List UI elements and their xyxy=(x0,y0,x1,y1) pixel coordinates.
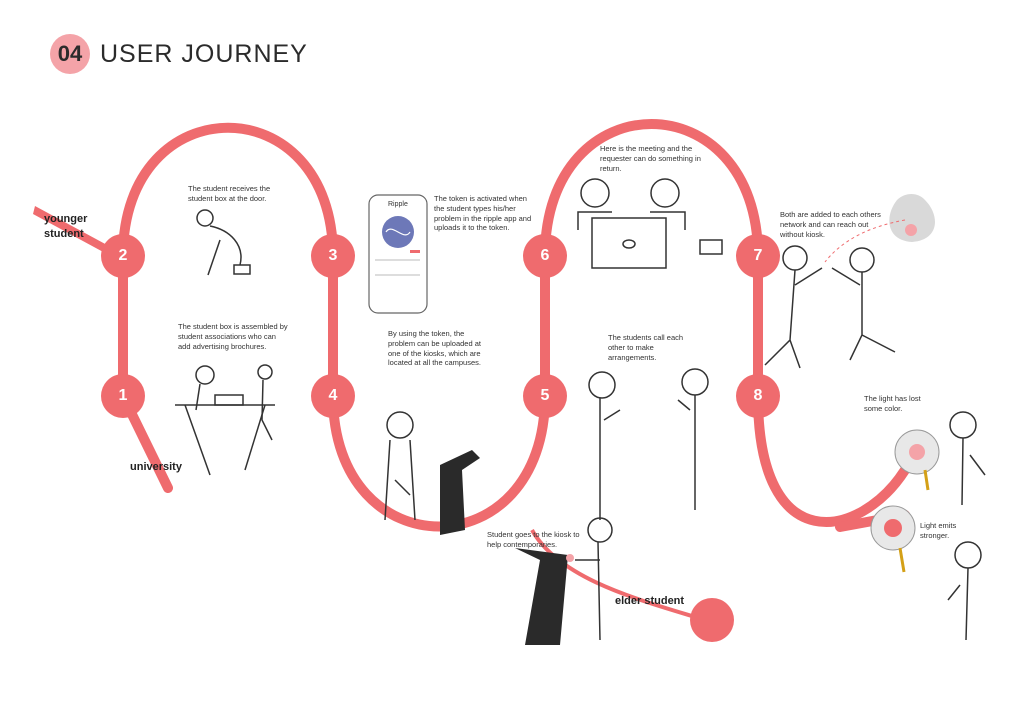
elder-kiosk-scene xyxy=(515,517,613,645)
table-scene xyxy=(175,364,275,476)
note-step-5: Student goes to the kiosk to help contem… xyxy=(487,530,580,549)
note-step-8b: Light emits stronger. xyxy=(920,521,957,540)
light-scene xyxy=(870,411,986,641)
note-step-1: The student box is assembled by student … xyxy=(178,322,288,351)
note-step-8a: The light has lost some color. xyxy=(864,394,921,413)
phone-app-name: Ripple xyxy=(388,201,408,208)
journey-node-2: 2 xyxy=(101,234,145,278)
journey-path xyxy=(118,119,910,532)
note-step-6: Here is the meeting and the requester ca… xyxy=(600,144,701,173)
network-scene xyxy=(764,194,935,369)
meeting-scene xyxy=(577,178,723,269)
note-step-2: The student receives the student box at … xyxy=(188,184,271,203)
university-label: university xyxy=(130,461,182,473)
page-title: USER JOURNEY xyxy=(100,40,308,68)
elder-student-label: elder student xyxy=(615,595,685,607)
kiosk-scene xyxy=(384,411,480,535)
elder-endpoint xyxy=(690,598,734,642)
younger-student-label: younger student xyxy=(44,213,88,240)
phone-scene xyxy=(368,194,428,314)
note-step-7: Both are added to each others network an… xyxy=(780,210,881,239)
journey-node-1: 1 xyxy=(101,374,145,418)
journey-node-7: 7 xyxy=(736,234,780,278)
journey-node-3: 3 xyxy=(311,234,355,278)
journey-node-8: 8 xyxy=(736,374,780,418)
calling-scene xyxy=(588,368,709,520)
journey-node-4: 4 xyxy=(311,374,355,418)
note-step-5b: The students call each other to make arr… xyxy=(608,333,684,362)
section-number-badge: 04 xyxy=(50,34,90,74)
journey-node-5: 5 xyxy=(523,374,567,418)
elder-branch xyxy=(530,529,706,622)
note-step-3: The token is activated when the student … xyxy=(434,194,532,233)
younger-flag-marker xyxy=(33,206,120,260)
receive-box-scene xyxy=(196,209,251,276)
note-step-4: By using the token, the problem can be u… xyxy=(388,329,481,368)
journey-node-6: 6 xyxy=(523,234,567,278)
